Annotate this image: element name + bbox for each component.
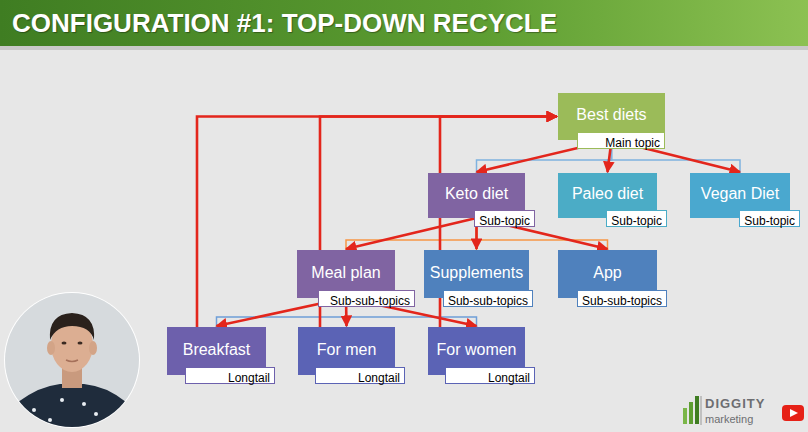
level-tag: Longtail (445, 367, 535, 384)
level-name: Sub-topic (479, 214, 530, 228)
level-tag: Sub-sub-topics (443, 290, 533, 307)
topic-name: Meal plan (311, 263, 380, 286)
level-name: Longtail (228, 371, 270, 385)
topic-name: Paleo diet (572, 184, 643, 207)
level-name: Sub-sub-topics (582, 294, 662, 308)
topic-name: Best diets (576, 105, 646, 128)
topic-name: For men (317, 340, 377, 363)
logo-text: DIGGITY (705, 397, 765, 411)
shirt-dot (110, 422, 114, 426)
webcam-wall (0, 290, 145, 432)
hair (50, 313, 94, 340)
logo-text: marketing (705, 412, 753, 426)
topic-box: SupplementsSub-sub-topics (424, 250, 529, 298)
topic-box: Paleo dietSub-topic (558, 173, 657, 218)
topic-name: For women (436, 340, 516, 363)
title-rule (0, 46, 808, 50)
eye (62, 341, 67, 344)
mouth (66, 360, 78, 362)
logo-bar (695, 396, 699, 424)
shirt-dot (48, 418, 52, 422)
shirt (10, 384, 134, 432)
level-tag: Sub-topic (739, 210, 800, 227)
webcam-portrait (0, 290, 145, 432)
logo-bar (689, 402, 693, 424)
level-tag: Longtail (185, 367, 275, 384)
shirt-dot (94, 412, 98, 416)
level-name: Main topic (605, 136, 660, 150)
topic-name: Supplements (430, 263, 523, 286)
link-arrow (440, 117, 557, 328)
youtube-icon (782, 405, 804, 421)
title-bar (0, 0, 808, 46)
topic-box: BreakfastLongtail (167, 327, 266, 375)
shirt-dot (82, 402, 86, 406)
logo-divider (701, 396, 702, 425)
level-name: Sub-topic (611, 214, 662, 228)
level-tag: Longtail (315, 367, 405, 384)
topic-box: Vegan DietSub-topic (690, 173, 790, 218)
level-name: Longtail (358, 371, 400, 385)
level-name: Sub-sub-topics (330, 294, 410, 308)
brand-logo (683, 396, 701, 425)
level-tag: Main topic (577, 132, 665, 149)
topic-box: For womenLongtail (428, 327, 525, 375)
level-name: Longtail (488, 371, 530, 385)
level-tag: Sub-sub-topics (577, 290, 667, 307)
level-tag: Sub-sub-topics (318, 290, 415, 307)
topic-box: AppSub-sub-topics (558, 250, 657, 298)
link-arrow (346, 218, 477, 249)
level-name: Sub-topic (744, 214, 795, 228)
level-name: Sub-sub-topics (448, 294, 528, 308)
link-arrow (320, 117, 557, 328)
shirt-dot (32, 408, 36, 412)
level-tag: Sub-topic (474, 210, 535, 227)
shirt-dot (60, 398, 64, 402)
play-triangle (790, 409, 798, 417)
level-tag: Sub-topic (606, 210, 667, 227)
slide-title: CONFIGURATION #1: TOP-DOWN RECYCLE (12, 7, 557, 39)
hierarchy-line (346, 218, 477, 250)
eye (78, 341, 83, 344)
topic-name: Vegan Diet (701, 184, 779, 207)
topic-box: Best dietsMain topic (558, 93, 665, 140)
topic-box: Meal planSub-sub-topics (297, 250, 395, 298)
ear (47, 341, 55, 355)
topic-box: For menLongtail (298, 327, 395, 375)
topic-name: App (593, 263, 621, 286)
topic-name: Keto diet (445, 184, 508, 207)
topic-box: Keto dietSub-topic (428, 173, 525, 218)
youtube-badge (782, 405, 804, 421)
logo-bar (683, 408, 687, 424)
topic-name: Breakfast (183, 340, 251, 363)
link-arrow (197, 117, 557, 328)
ear (89, 341, 97, 355)
